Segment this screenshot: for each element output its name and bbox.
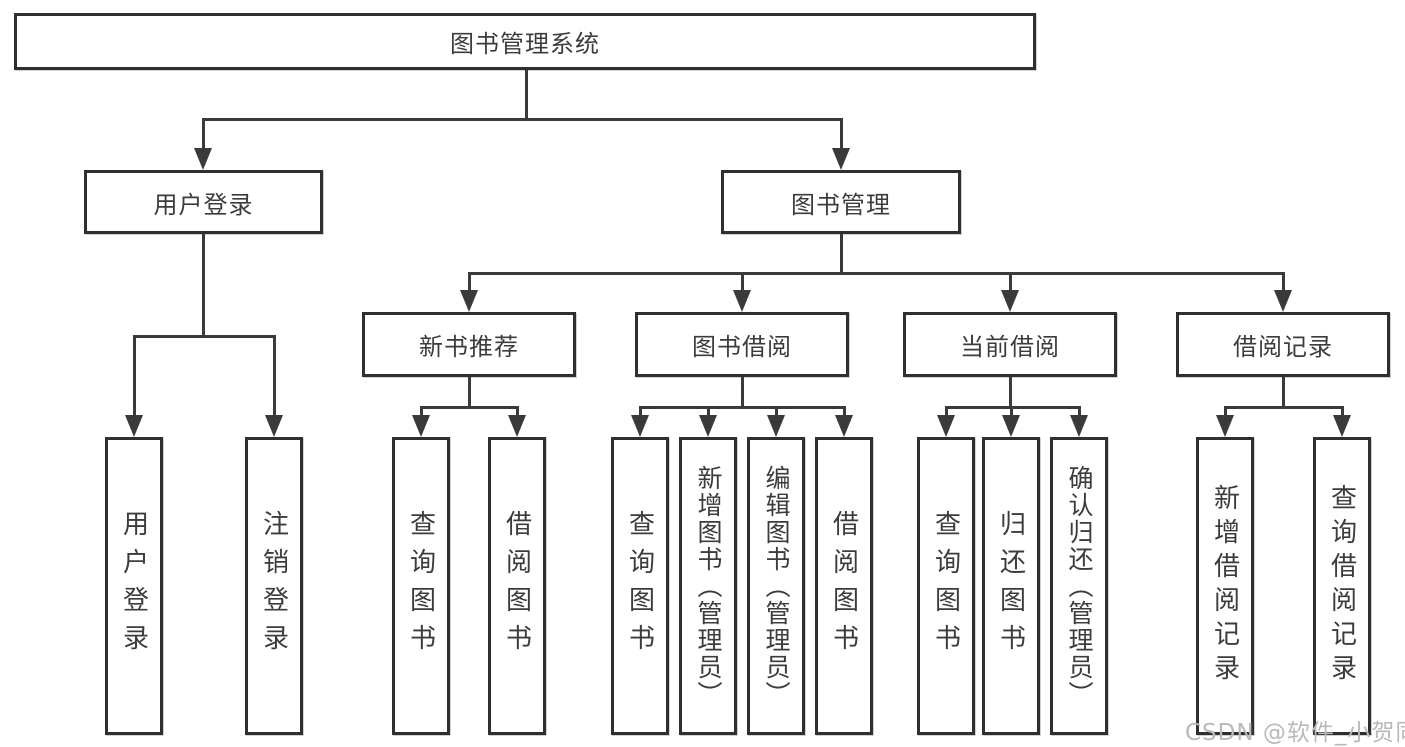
leaf-add-borrow-record: 新增借阅记录 <box>1196 437 1254 735</box>
edge-line <box>706 406 710 417</box>
edge-line <box>944 406 1081 409</box>
leaf-borrow-books-2-label: 借阅图书 <box>828 510 859 662</box>
arrow-down-icon <box>835 415 853 437</box>
leaf-query-books-1-label: 查询图书 <box>405 510 436 662</box>
edge-line <box>842 406 846 417</box>
leaf-edit-books-admin: 编辑图书（管理员） <box>747 437 805 735</box>
node-borrow-records-label: 借阅记录 <box>1233 333 1333 361</box>
arrow-down-icon <box>412 415 430 437</box>
leaf-return-books: 归还图书 <box>982 437 1040 735</box>
edge-line <box>1281 272 1285 294</box>
arrow-down-icon <box>460 290 478 312</box>
edge-line <box>944 406 948 417</box>
leaf-query-borrow-record: 查询借阅记录 <box>1313 437 1371 735</box>
edge-line <box>419 406 423 417</box>
leaf-query-books-3: 查询图书 <box>917 437 975 735</box>
node-current-borrow: 当前借阅 <box>903 312 1117 377</box>
leaf-query-books-1: 查询图书 <box>392 437 450 735</box>
edge-line <box>1281 377 1285 406</box>
node-current-borrow-label: 当前借阅 <box>960 333 1060 361</box>
arrow-down-icon <box>1001 290 1019 312</box>
edge-line <box>638 406 846 409</box>
arrow-down-icon <box>1216 415 1234 437</box>
leaf-borrow-books-1-label: 借阅图书 <box>501 510 532 662</box>
leaf-borrow-books-2: 借阅图书 <box>815 437 873 735</box>
arrow-down-icon <box>1070 415 1088 437</box>
arrow-down-icon <box>831 148 850 170</box>
edge-line <box>774 406 778 417</box>
arrow-down-icon <box>193 148 212 170</box>
edge-line <box>1077 406 1081 417</box>
leaf-logout: 注销登录 <box>245 437 303 735</box>
edge-line <box>467 272 1285 275</box>
node-new-book-recommend: 新书推荐 <box>362 312 576 377</box>
leaf-logout-label: 注销登录 <box>258 510 289 662</box>
leaf-query-books-3-label: 查询图书 <box>930 510 961 662</box>
leaf-add-books-admin: 新增图书（管理员） <box>679 437 737 735</box>
edge-line <box>1008 377 1012 406</box>
leaf-query-borrow-record-label: 查询借阅记录 <box>1326 484 1357 688</box>
arrow-down-icon <box>1333 415 1351 437</box>
edge-line <box>740 272 744 294</box>
arrow-down-icon <box>1274 290 1292 312</box>
leaf-confirm-return-admin-label: 确认归还（管理员） <box>1065 464 1094 708</box>
edge-line <box>132 335 136 417</box>
edge-line <box>839 118 843 150</box>
edge-line <box>467 377 471 406</box>
edge-line <box>839 234 843 275</box>
leaf-query-books-2-label: 查询图书 <box>624 510 655 662</box>
csdn-watermark: CSDN @软件_小贺同学 <box>1185 720 1405 746</box>
edge-line <box>1223 406 1344 409</box>
edge-line <box>1223 406 1227 417</box>
node-user-login-label: 用户登录 <box>153 190 254 219</box>
edge-line <box>638 406 642 417</box>
arrow-down-icon <box>733 290 751 312</box>
leaf-add-books-admin-label: 新增图书（管理员） <box>694 464 723 708</box>
node-book-borrow-label: 图书借阅 <box>692 333 792 361</box>
edge-line <box>272 335 276 417</box>
edge-line <box>132 335 276 338</box>
arrow-down-icon <box>631 415 649 437</box>
leaf-borrow-books-1: 借阅图书 <box>488 437 546 735</box>
edge-line <box>1008 272 1012 294</box>
edge-line <box>201 118 205 150</box>
node-borrow-records: 借阅记录 <box>1176 312 1390 377</box>
edge-line <box>1009 406 1013 417</box>
arrow-down-icon <box>1002 415 1020 437</box>
edge-line <box>201 234 205 335</box>
leaf-add-borrow-record-label: 新增借阅记录 <box>1209 484 1240 688</box>
node-book-management-label: 图书管理 <box>791 190 891 219</box>
edge-line <box>1340 406 1344 417</box>
leaf-edit-books-admin-label: 编辑图书（管理员） <box>762 464 791 708</box>
node-book-management: 图书管理 <box>721 170 961 234</box>
node-root-label: 图书管理系统 <box>450 30 600 58</box>
arrow-down-icon <box>699 415 717 437</box>
edge-line <box>515 406 519 417</box>
leaf-user-login-label: 用户登录 <box>118 510 149 662</box>
node-book-borrow: 图书借阅 <box>635 312 849 377</box>
arrow-down-icon <box>508 415 526 437</box>
edge-line <box>740 377 744 406</box>
edge-line <box>419 406 519 409</box>
arrow-down-icon <box>125 415 143 437</box>
edge-line <box>467 272 471 294</box>
leaf-user-login: 用户登录 <box>105 437 163 735</box>
node-root: 图书管理系统 <box>14 13 1036 70</box>
arrow-down-icon <box>265 415 283 437</box>
arrow-down-icon <box>937 415 955 437</box>
edge-line <box>524 70 528 118</box>
leaf-return-books-label: 归还图书 <box>995 510 1026 662</box>
leaf-query-books-2: 查询图书 <box>611 437 669 735</box>
edge-line <box>201 118 843 121</box>
node-user-login: 用户登录 <box>84 170 323 234</box>
node-new-book-recommend-label: 新书推荐 <box>419 333 519 361</box>
arrow-down-icon <box>767 415 785 437</box>
leaf-confirm-return-admin: 确认归还（管理员） <box>1050 437 1108 735</box>
